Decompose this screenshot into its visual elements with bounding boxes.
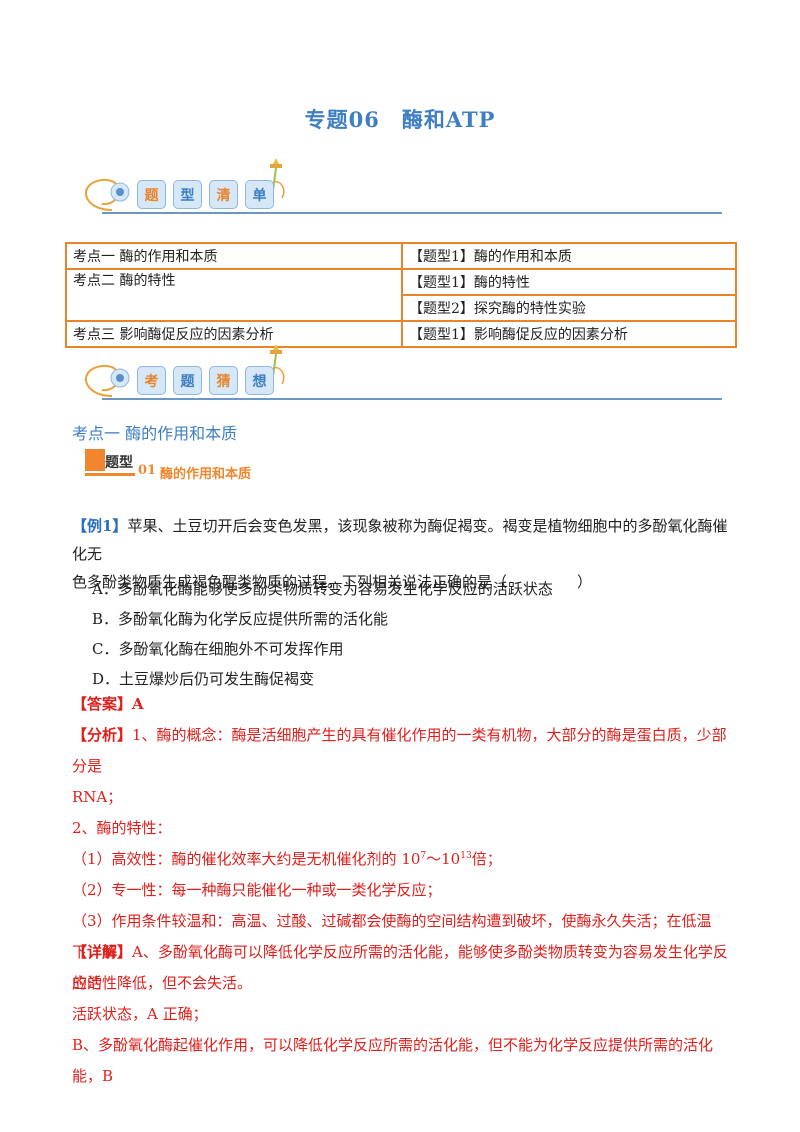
analysis-line: （2）专一性：每一种酶只能催化一种或一类化学反应；	[72, 881, 442, 899]
option-a: A．多酚氧化酶能够使多酚类物质转变为容易发生化学反应的活跃状态	[92, 580, 553, 598]
question-text: 色多酚类物质生成褐色醌类物质的过程。下列相关说法正确的是（	[72, 573, 508, 591]
question-line: 色多酚类物质生成褐色醌类物质的过程。下列相关说法正确的是（ ）	[72, 568, 732, 596]
question-text: 苹果、土豆切开后会变色发黑，该现象被称为酶促褐变。褐变是植物细胞中的多酚氧化酶催…	[72, 517, 728, 563]
answer-value: A	[132, 695, 144, 713]
table-cell: 考点三 影响酶促反应的因素分析	[65, 320, 403, 348]
table-cell: 考点一 酶的作用和本质	[65, 242, 403, 270]
example-label: 【例1】	[72, 517, 128, 535]
tag-number: 01	[138, 463, 157, 478]
tag-underline	[85, 473, 135, 476]
analysis-block: 【分析】1、酶的概念：酶是活细胞产生的具有催化作用的一类有机物，大部分的酶是蛋白…	[72, 720, 737, 999]
table-row: 考点二 酶的特性 【题型1】酶的特性	[65, 268, 737, 322]
analysis-line: RNA；	[72, 788, 123, 806]
question-type-tag: 题型 01 酶的作用和本质	[80, 449, 380, 483]
option-c: C．多酚氧化酶在细胞外不可发挥作用	[92, 640, 344, 658]
section-banner-question-guess: 考 题 猜 想	[72, 344, 722, 414]
banner-char: 考	[137, 366, 166, 395]
section-heading: 考点一 酶的作用和本质	[72, 424, 238, 443]
detail-line: 活跃状态，A 正确；	[72, 1005, 208, 1023]
detail-line: B、多酚氧化酶起催化作用，可以降低化学反应所需的活化能，但不能为化学反应提供所需…	[72, 1036, 714, 1085]
detail-line: 【详解】A、多酚氧化酶可以降低化学反应所需的活化能，能够使多酚类物质转变为容易发…	[72, 937, 737, 999]
section-banner-question-list: 题 型 清 单	[72, 158, 722, 228]
table-cell: 【题型1】影响酶促反应的因素分析	[401, 320, 737, 348]
analysis-text: 1、酶的概念：酶是活细胞产生的具有催化作用的一类有机物，大部分的酶是蛋白质，少部…	[72, 726, 727, 775]
table-row: 考点三 影响酶促反应的因素分析 【题型1】影响酶促反应的因素分析	[65, 320, 737, 348]
analysis-line: （3）作用条件较温和：高温、过酸、过碱都会使酶的空间结构遭到破坏，使酶永久失活；…	[72, 912, 712, 961]
tag-name: 酶的作用和本质	[160, 467, 252, 482]
answer-line: 【答案】A	[72, 690, 144, 718]
detail-block: 【详解】A、多酚氧化酶可以降低化学反应所需的活化能，能够使多酚类物质转变为容易发…	[72, 937, 737, 1092]
analysis-text: 倍；	[471, 850, 502, 868]
banner-char: 猜	[209, 366, 238, 395]
analysis-text: ～10	[426, 850, 461, 868]
tag-label: 题型	[105, 455, 133, 471]
banner-divider	[102, 212, 722, 214]
table-cell: 【题型1】酶的作用和本质	[401, 242, 737, 270]
exponent: 7	[420, 851, 427, 861]
options-list: A．多酚氧化酶能够使多酚类物质转变为容易发生化学反应的活跃状态 B．多酚氧化酶为…	[92, 574, 732, 694]
table-cell: 【题型1】酶的特性	[401, 268, 737, 296]
topic-table: 考点一 酶的作用和本质 【题型1】酶的作用和本质 考点二 酶的特性 【题型1】酶…	[65, 242, 737, 348]
page-title: 专题06 酶和ATP	[304, 107, 496, 132]
question-line: 【例1】苹果、土豆切开后会变色发黑，该现象被称为酶促褐变。褐变是植物细胞中的多酚…	[72, 512, 732, 568]
question-text: ）	[577, 573, 593, 591]
table-row: 考点一 酶的作用和本质 【题型1】酶的作用和本质	[65, 242, 737, 270]
tag-block-icon	[85, 449, 105, 471]
banner-char: 型	[173, 180, 202, 209]
analysis-label: 【分析】	[72, 726, 133, 744]
banner-char: 题	[137, 180, 166, 209]
detail-label: 【详解】	[72, 943, 133, 961]
option-d: D．土豆爆炒后仍可发生酶促褐变	[92, 670, 315, 688]
analysis-line: 的活性降低，但不会失活。	[72, 974, 253, 992]
table-row: 【题型2】探究酶的特性实验	[66, 294, 737, 322]
analysis-line: 2、酶的特性：	[72, 819, 172, 837]
analysis-line: （1）高效性：酶的催化效率大约是无机催化剂的 107～1013倍；	[72, 844, 737, 875]
swirl-decoration-icon	[85, 344, 285, 397]
answer-label: 【答案】	[72, 695, 133, 713]
banner-divider	[102, 398, 722, 400]
exponent: 13	[460, 851, 472, 861]
analysis-text: （1）高效性：酶的催化效率大约是无机催化剂的 10	[72, 850, 421, 868]
table-cell: 【题型2】探究酶的特性实验	[401, 294, 737, 322]
banner-char: 清	[209, 180, 238, 209]
table-cell: 考点二 酶的特性	[65, 268, 403, 322]
banner-char: 单	[245, 180, 274, 209]
banner-char: 想	[245, 366, 274, 395]
analysis-line: 【分析】1、酶的概念：酶是活细胞产生的具有催化作用的一类有机物，大部分的酶是蛋白…	[72, 720, 737, 782]
detail-text: A、多酚氧化酶可以降低化学反应所需的活化能，能够使多酚类物质转变为容易发生化学反…	[72, 943, 728, 992]
banner-char: 题	[173, 366, 202, 395]
swirl-decoration-icon	[85, 158, 285, 211]
example-question: 【例1】苹果、土豆切开后会变色发黑，该现象被称为酶促褐变。褐变是植物细胞中的多酚…	[72, 512, 732, 596]
option-b: B．多酚氧化酶为化学反应提供所需的活化能	[92, 610, 389, 628]
